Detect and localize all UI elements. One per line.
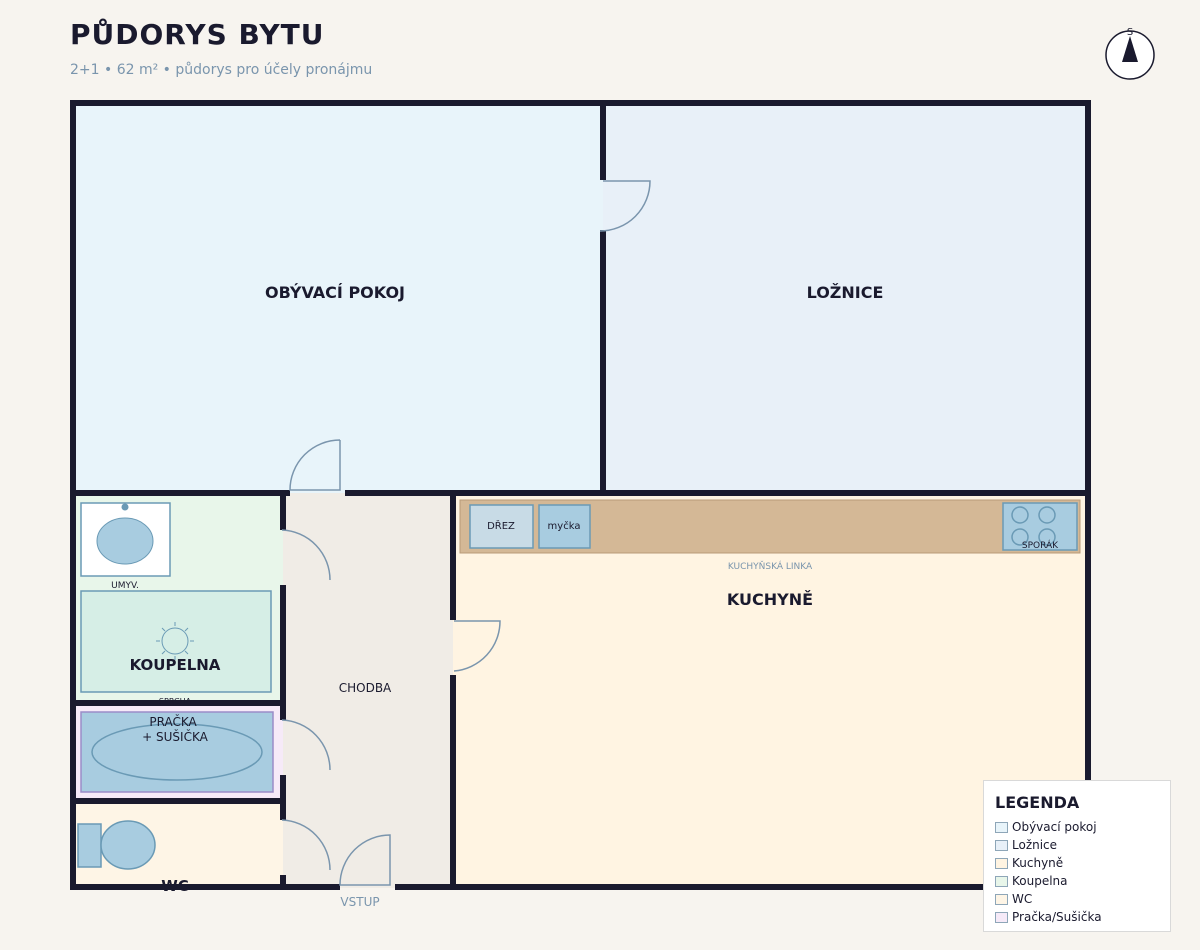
legend-item: Kuchyně [995,854,1170,872]
door-living-corridor [289,439,341,491]
legend-item-label: Kuchyně [1012,856,1064,870]
stove-burner [1038,506,1056,524]
stove-burner [1011,528,1029,546]
faucet [121,503,129,511]
kitchen-sink [469,504,534,549]
door-laundry [281,719,331,771]
stove-burner [1038,528,1056,546]
toilet-bowl [100,820,156,870]
legend-item-label: Pračka/Sušička [1012,910,1102,924]
counter-label: KUCHYŇSKÁ LINKA [728,560,813,572]
page-subtitle: 2+1 • 62 m² • půdorys pro účely pronájmu [70,62,373,78]
washbasin-bowl [96,517,154,565]
room-living-fill [73,103,603,493]
legend-item: Koupelna [995,872,1170,890]
door-living-bedroom [599,180,651,232]
toilet-tank [77,823,102,868]
legend-item: Obývací pokoj [995,818,1170,836]
shower-head-icon [156,622,194,660]
legend-title: LEGENDA [995,793,1080,812]
legend-swatch [995,857,1008,869]
compass-north-label: S [1127,27,1133,38]
stove-burner [1011,506,1029,524]
legend-swatch [995,839,1008,851]
legend-item-label: Koupelna [1012,874,1068,888]
room-bedroom-label: LOŽNICE [807,283,884,302]
shower-label: SPRCHA [159,697,192,706]
room-bathroom-label: KOUPELNA [130,656,221,674]
walls [70,100,1091,890]
entrance-label: VSTUP [340,895,379,909]
shower [80,590,272,693]
washbasin-label: UMYV. [111,581,139,591]
room-kitchen-fill [453,493,1088,888]
sink-label: DŘEZ [487,519,515,532]
dishwasher [538,504,591,549]
legend-item: Ložnice [995,836,1170,854]
legend-swatch [995,893,1008,905]
room-corridor-fill [283,493,453,888]
legend-swatch [995,911,1008,923]
washer-dryer [80,711,274,793]
legend-swatch [995,821,1008,833]
room-wc-label: WC [161,877,189,895]
door-entrance [339,834,391,886]
legend-item: Pračka/Sušička [995,908,1170,926]
compass-icon [1105,30,1155,80]
door-wc [281,819,331,871]
legend-item-label: Obývací pokoj [1012,820,1097,834]
door-bathroom [281,529,331,581]
doors [281,180,651,886]
washer-drum [91,723,263,781]
legend-item-label: Ložnice [1012,838,1058,852]
legend-item: WC [995,890,1170,908]
room-kitchen-label: KUCHYNĚ [727,590,813,609]
stove-label: SPORÁK [1022,539,1059,551]
room-corridor-label: CHODBA [339,681,392,695]
room-laundry-label: PRAČKA + SUŠIČKA [142,714,208,744]
page-title: PŮDORYS BYTU [70,18,325,51]
dishwasher-label: myčka [548,520,581,532]
door-kitchen [453,620,501,672]
legend-item-label: WC [1012,892,1033,906]
room-bedroom-fill [603,103,1088,493]
legend-swatch [995,875,1008,887]
room-living-label: OBÝVACÍ POKOJ [265,283,405,302]
